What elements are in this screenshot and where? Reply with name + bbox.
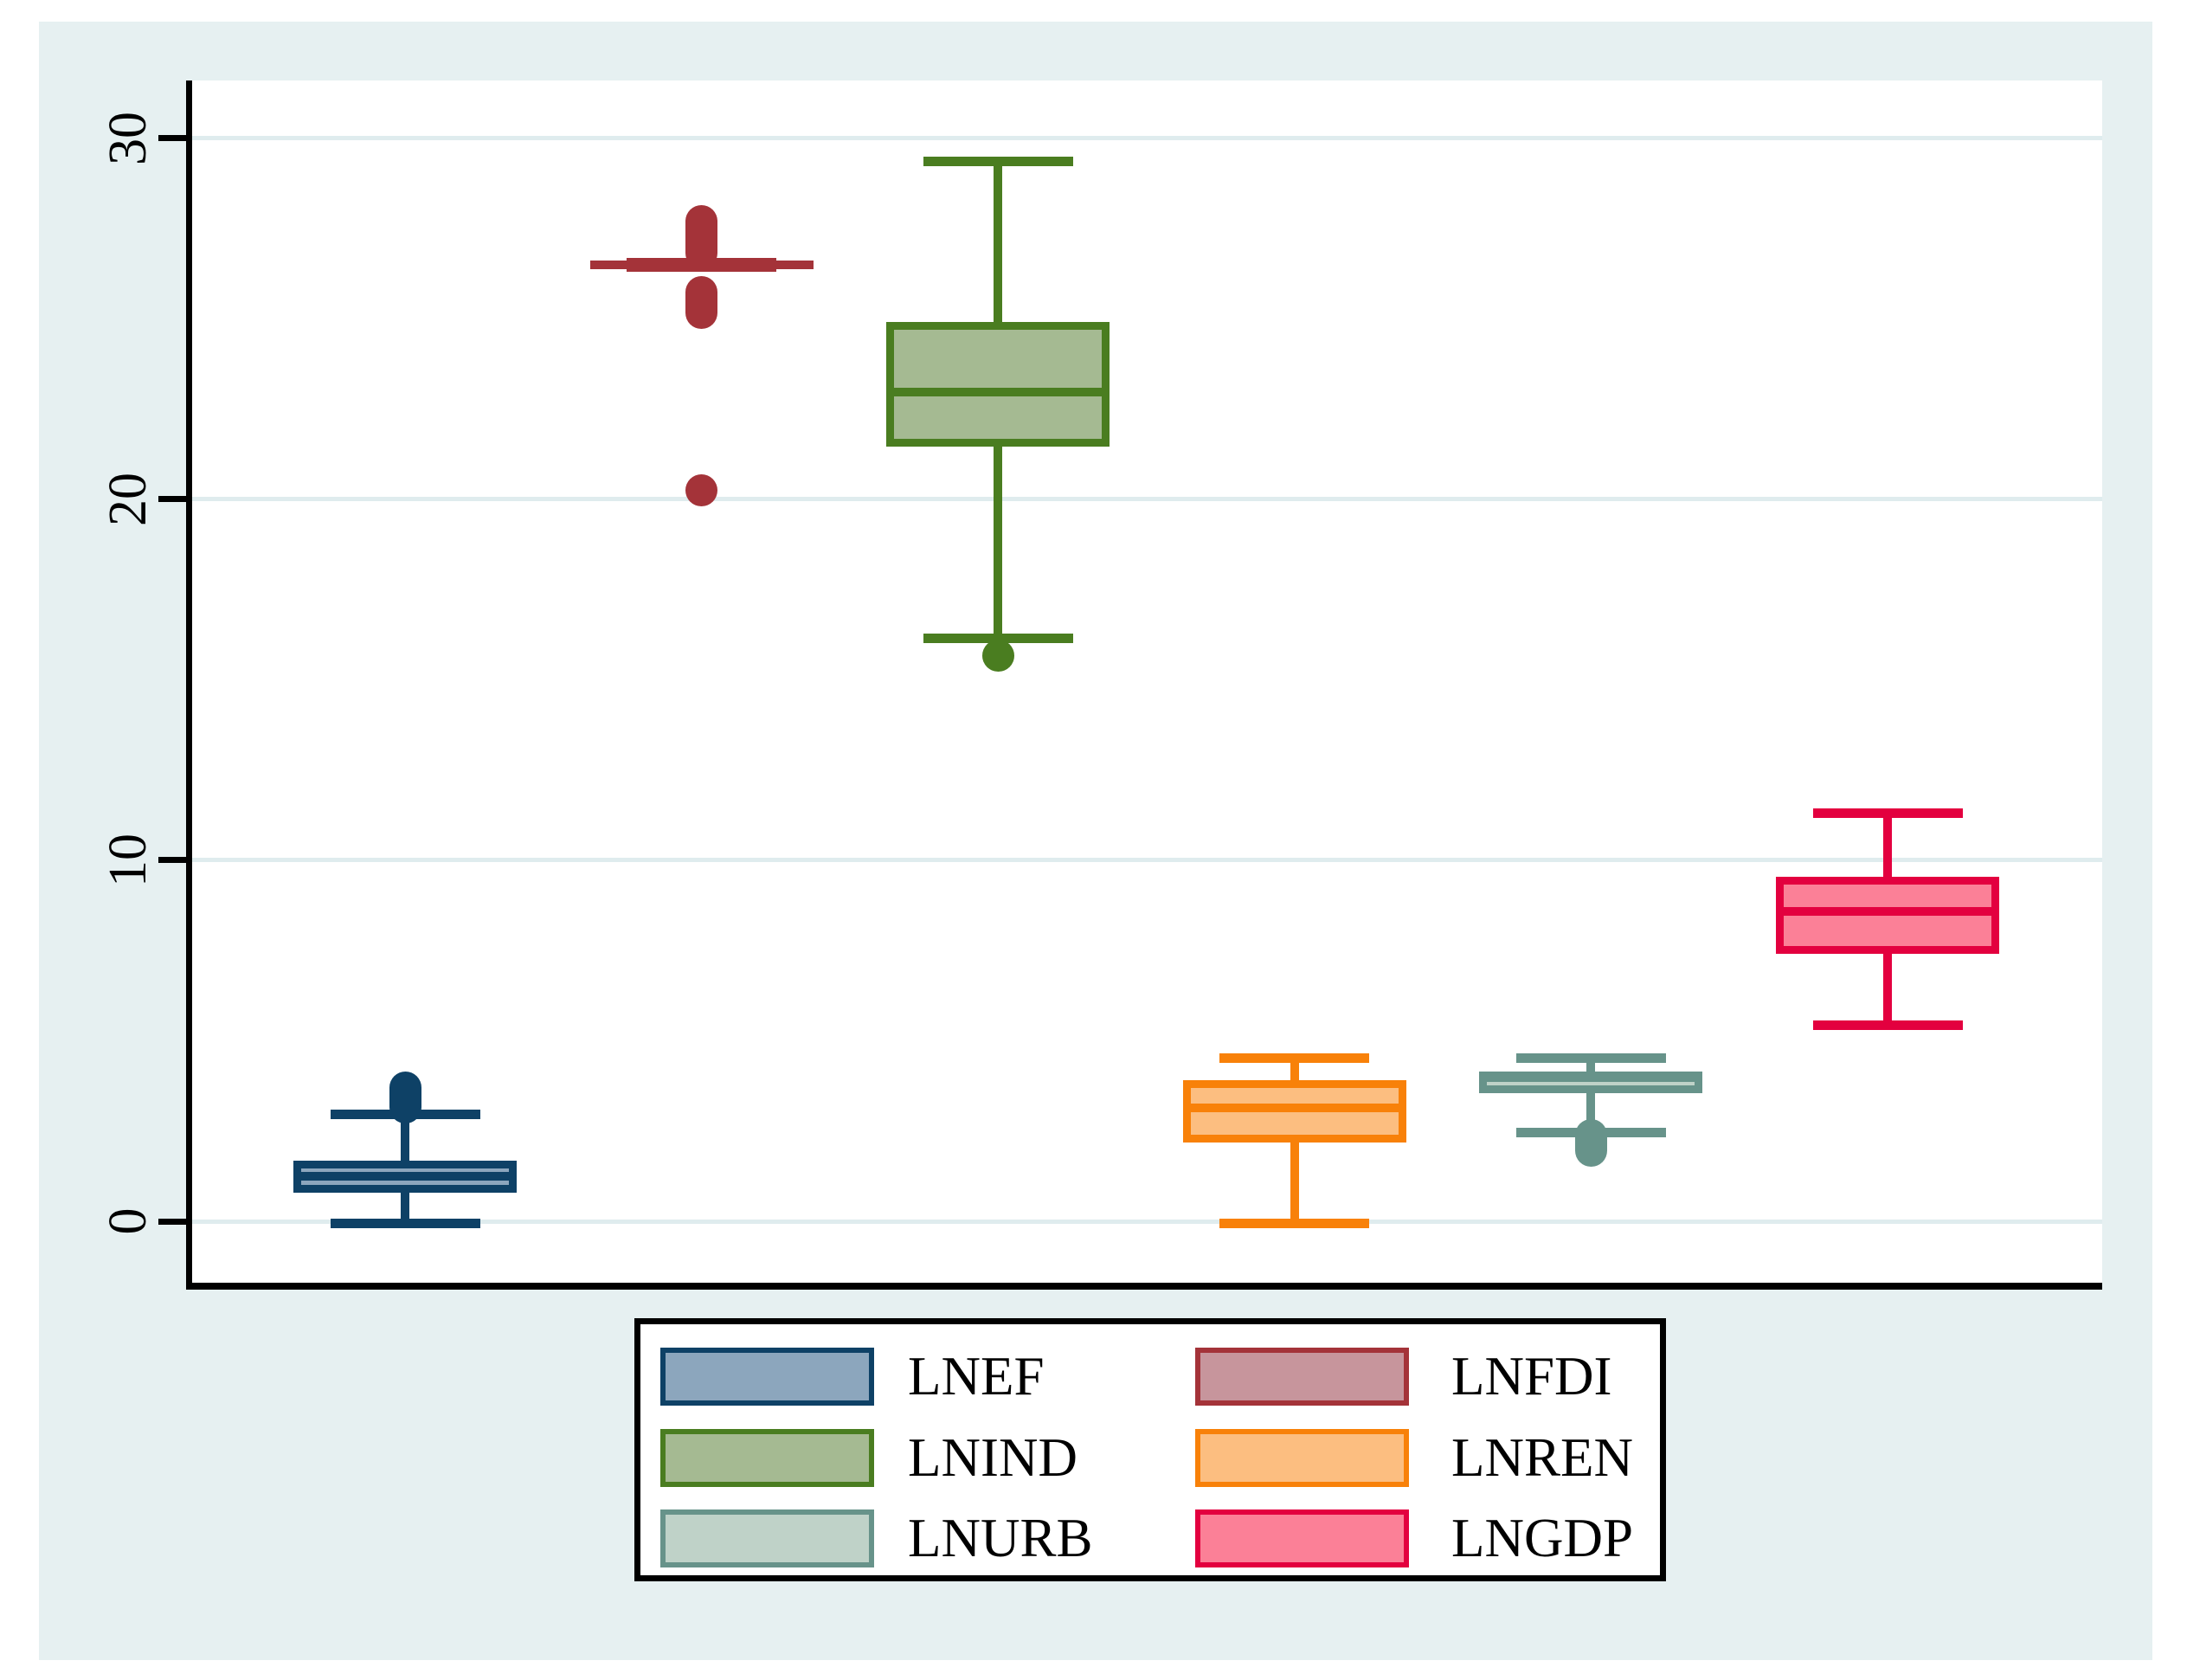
legend-swatch-lnfdi (1195, 1348, 1409, 1406)
whisker-lower-lnurb (1586, 1093, 1596, 1133)
cap-lower-lnren (1219, 1218, 1370, 1228)
median-lnurb (1487, 1073, 1695, 1083)
collapsed-caps-lnfdi (627, 257, 777, 272)
cap-upper-lnind (923, 157, 1073, 167)
legend-label-lnurb: LNURB (908, 1508, 1093, 1568)
whisker-lower-lnef (401, 1193, 409, 1224)
whisker-lower-lnind (994, 447, 1003, 639)
cap-lower-lnef (330, 1218, 480, 1228)
legend-swatch-lnind (660, 1428, 874, 1487)
legend-label-lngdp: LNGDP (1451, 1508, 1634, 1568)
cap-upper-lnren (1219, 1053, 1370, 1064)
y-tick-label-20: 20 (99, 472, 158, 526)
outlier-cluster-lnfdi-1 (685, 276, 718, 329)
legend-box: LNEF LNFDI LNIND LNREN LNURB LNGDP (634, 1318, 1666, 1581)
y-tick-30 (158, 135, 188, 142)
legend-swatch-lnurb (660, 1509, 874, 1567)
gridline-20 (192, 497, 2102, 502)
whisker-lower-lngdp (1883, 954, 1892, 1026)
y-tick-20 (158, 496, 188, 503)
legend-label-lnind: LNIND (908, 1426, 1077, 1488)
outlier-dot-lnfdi-0 (685, 473, 718, 506)
gridline-10 (192, 858, 2102, 863)
median-lnef (301, 1171, 509, 1181)
outlier-dot-lnind-0 (981, 640, 1014, 673)
gridline-0 (192, 1219, 2102, 1224)
cap-upper-lnef (330, 1109, 480, 1119)
y-tick-label-0: 0 (99, 1207, 158, 1235)
cap-upper-lngdp (1812, 808, 1963, 819)
outlier-cluster-lnurb-0 (1574, 1119, 1607, 1167)
whisker-upper-lnind (994, 161, 1003, 323)
y-tick-label-30: 30 (99, 111, 158, 165)
legend-swatch-lnef (660, 1348, 874, 1406)
box-lnind (886, 322, 1110, 447)
cap-upper-lnurb (1515, 1053, 1666, 1064)
legend-label-lnfdi: LNFDI (1451, 1346, 1612, 1406)
y-tick-10 (158, 857, 188, 864)
median-lnren (1190, 1104, 1399, 1113)
whisker-upper-lnurb (1586, 1058, 1596, 1072)
legend-swatch-lnren (1195, 1428, 1409, 1487)
cap-lower-lngdp (1812, 1020, 1963, 1031)
whisker-upper-lngdp (1883, 813, 1892, 877)
whisker-upper-lnren (1290, 1058, 1299, 1080)
median-lnind (894, 387, 1103, 396)
gridline-30 (192, 136, 2102, 141)
legend-label-lnef: LNEF (908, 1346, 1045, 1406)
legend-label-lnren: LNREN (1451, 1426, 1633, 1488)
cap-lower-lnurb (1515, 1128, 1666, 1138)
whisker-lower-lnren (1290, 1143, 1299, 1224)
figure-canvas: LNEF LNFDI LNIND LNREN LNURB LNGDP 0 10 20 30 (39, 22, 2152, 1660)
y-tick-label-10: 10 (99, 833, 158, 887)
whisker-upper-lnef (401, 1114, 409, 1161)
cap-lower-lnind (923, 634, 1073, 644)
median-lngdp (1784, 906, 1991, 916)
plot-area (186, 80, 2102, 1290)
y-tick-0 (158, 1218, 188, 1225)
legend-swatch-lngdp (1195, 1509, 1409, 1567)
